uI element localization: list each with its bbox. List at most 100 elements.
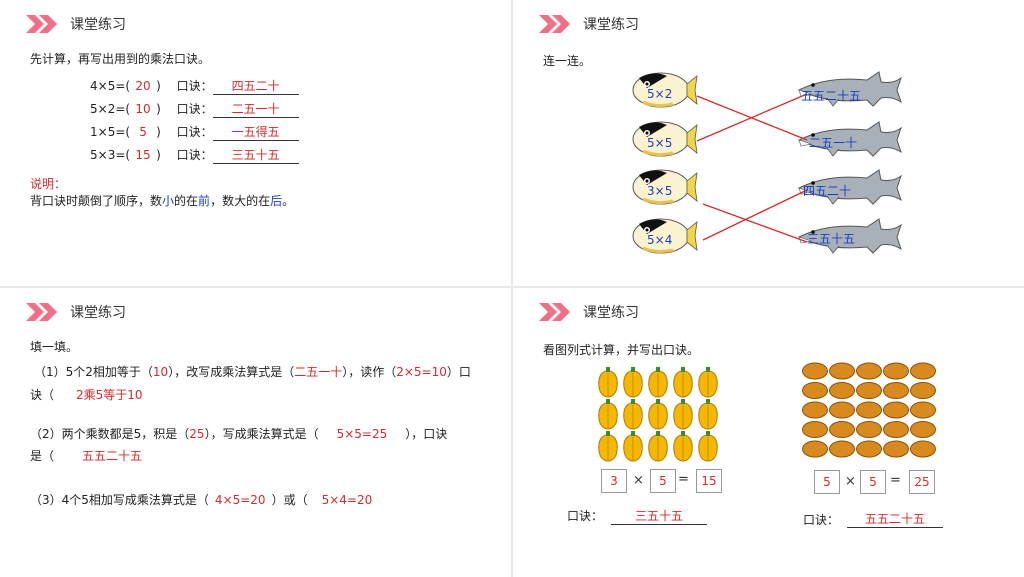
potato-icon — [883, 401, 909, 419]
factor-box: 3 — [601, 469, 627, 493]
potato-icon — [883, 382, 909, 399]
fish-label: 5×4 — [647, 233, 673, 247]
panel-matching: 课堂练习 连一连。 — [513, 0, 1024, 286]
pepper-icon — [648, 431, 668, 462]
potato-icon — [802, 401, 828, 419]
factor-box: 5 — [860, 470, 886, 494]
section-header: 课堂练习 — [26, 302, 126, 322]
potato-icon — [910, 362, 936, 380]
question-3: （3）4个5相加写成乘法算式是（4×5=20）或（5×4=20 — [30, 491, 372, 508]
note-part: 的在 — [174, 194, 199, 208]
equation: 5×2=( — [90, 102, 131, 116]
q-answer: 10 — [152, 365, 169, 379]
potato-icon — [829, 421, 855, 438]
note-text: 背口诀时颠倒了顺序，数小的在前，数大的在后。 — [30, 192, 294, 209]
potato-icon — [802, 382, 828, 399]
double-chevron-icon — [539, 303, 570, 321]
equals-sign: = — [678, 472, 689, 487]
section-header: 课堂练习 — [539, 14, 639, 34]
note-title: 说明： — [30, 177, 67, 191]
equation-row: 1×5=(5) 口诀：一五得五 — [90, 123, 299, 141]
fish-label: 5×2 — [647, 87, 673, 101]
pepper-icon — [623, 431, 643, 462]
match-line — [702, 189, 808, 241]
equation-row: 4×5=(20) 口诀：四五二十 — [90, 77, 299, 95]
pepper-icon — [698, 399, 718, 430]
pepper-icon — [648, 367, 668, 398]
q-answer: 五五二十五 — [82, 449, 143, 463]
paren-close: ) — [156, 79, 161, 93]
pepper-icon — [648, 399, 668, 430]
q-text: ），写成乘法算式是（ — [204, 427, 319, 441]
pepper-icon — [698, 431, 718, 462]
answer: 20 — [135, 79, 151, 93]
equation-row: 5×3=(15) 口诀：三五十五 — [90, 146, 299, 164]
potato-icon — [856, 362, 882, 380]
panel-calc-rhyme: 课堂练习 先计算，再写出用到的乘法口诀。 4×5=(20) 口诀：四五二十 5×… — [0, 0, 511, 286]
potato-icon — [856, 382, 882, 399]
question-2-cont: 是（ 五五二十五 — [30, 447, 142, 464]
q-answer: 25 — [189, 427, 205, 441]
pepper-icon — [598, 431, 618, 462]
fish-label: 3×5 — [647, 184, 673, 198]
potato-icon — [829, 362, 855, 380]
koujue-label: 口诀： — [567, 509, 604, 523]
potato-icon — [910, 382, 936, 399]
pepper-icon — [698, 367, 718, 398]
note-front: 前 — [198, 194, 211, 208]
q-text: 诀（ — [30, 388, 55, 402]
q-text: ），改写成乘法算式是（ — [168, 365, 295, 379]
rhyme-answer: 三五十五 — [611, 507, 707, 525]
rhyme-answer: 一五得五 — [212, 123, 299, 141]
koujue-label: 口诀： — [176, 148, 213, 162]
pepper-icon — [598, 367, 618, 398]
potato-icon — [856, 401, 882, 419]
match-line — [696, 93, 808, 142]
result-box: 25 — [909, 470, 935, 494]
result-box: 15 — [696, 469, 722, 493]
potato-icon — [856, 440, 882, 458]
question-2: （2）两个乘数都是5，积是（25），写成乘法算式是（5×5=25），口诀 — [30, 425, 447, 442]
potato-icon — [910, 421, 936, 438]
equation: 1×5=( — [90, 125, 131, 139]
pepper-icon — [673, 367, 693, 398]
koujue-label: 口诀： — [176, 102, 213, 116]
equation: 5×3=( — [90, 148, 131, 162]
pepper-icon — [623, 399, 643, 430]
section-title: 课堂练习 — [70, 305, 126, 321]
koujue-label: 口诀： — [176, 79, 213, 93]
pepper-icon — [623, 367, 643, 398]
times-sign: × — [633, 473, 644, 488]
factor-box: 5 — [814, 470, 840, 494]
q-text: ），口诀 — [405, 427, 448, 441]
koujue-label: 口诀： — [803, 513, 840, 527]
instruction: 先计算，再写出用到的乘法口诀。 — [30, 52, 211, 66]
pepper-icon — [673, 399, 693, 430]
potato-grid — [802, 362, 936, 458]
q-text: 是（ — [30, 449, 55, 463]
matching-figure — [631, 71, 902, 255]
rhyme-answer: 二五一十 — [212, 100, 299, 118]
pepper-icon — [673, 431, 693, 462]
potato-icon — [883, 421, 909, 438]
double-chevron-icon — [539, 15, 570, 33]
rhyme-answer: 五五二十五 — [847, 510, 943, 528]
section-title: 课堂练习 — [70, 17, 126, 33]
rhyme-answer: 三五十五 — [212, 146, 299, 164]
section-title: 课堂练习 — [583, 17, 639, 33]
note-part: 背口诀时颠倒了顺序，数 — [30, 194, 163, 208]
note-part: ，数大的在 — [210, 194, 271, 208]
q-answer: 二五一十 — [294, 365, 343, 379]
shark-label: 五五二十五 — [801, 89, 862, 103]
q-text: ）或（ — [271, 493, 308, 507]
double-chevron-icon — [26, 303, 57, 321]
equation-row: 5×2=(10) 口诀：二五一十 — [90, 100, 299, 118]
answer: 5 — [139, 125, 147, 139]
potato-icon — [856, 421, 882, 438]
panel-picture-calc: 课堂练习 看图列式计算，并写出口诀。 3 × 5 = 15 口诀： 三五十五 5… — [513, 288, 1024, 577]
paren-close: ) — [156, 148, 161, 162]
q-answer: 2×5=10 — [396, 365, 447, 379]
koujue-label: 口诀： — [176, 125, 213, 139]
panel-fill-in: 课堂练习 填一填。 （1）5个2相加等于（10），改写成乘法算式是（二五一十），… — [0, 288, 511, 577]
